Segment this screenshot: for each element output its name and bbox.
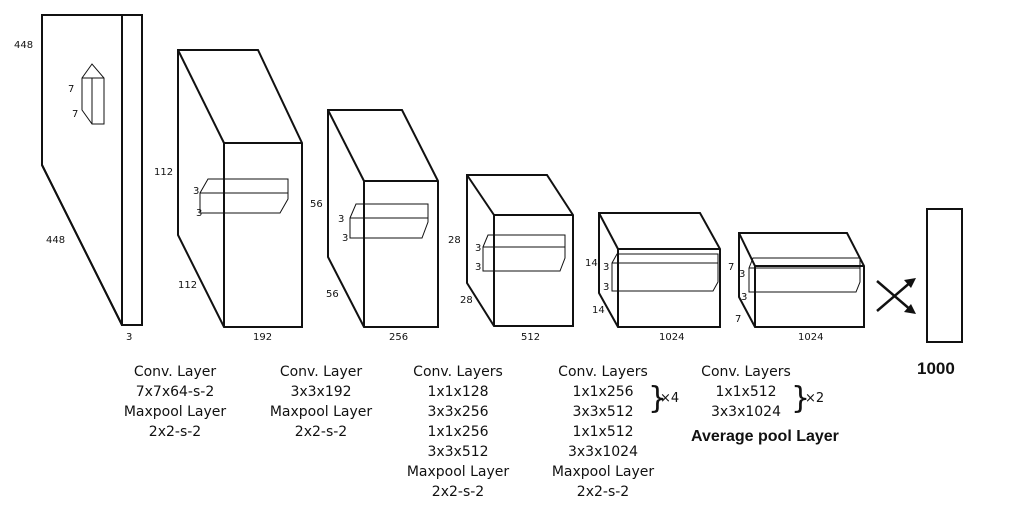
stage1-caption-line: 7x7x64-s-2 [135, 384, 215, 400]
stage1-kernel-w-label: 3 [196, 208, 202, 219]
stage2-caption: Conv. Layer 3x3x192 Maxpool Layer 2x2-s-… [251, 362, 391, 442]
stage3-height-label: 28 [448, 235, 461, 246]
stage4-volume [598, 212, 721, 328]
stage1-width-label: 112 [178, 280, 197, 291]
stage5-caption: Conv. Layers 1x1x512 3x3x1024 [676, 362, 816, 422]
stage5-caption-line: 3x3x1024 [710, 404, 781, 420]
stage2-kernel-h-label: 3 [338, 214, 344, 225]
stage4-channels-label: 1024 [659, 332, 684, 343]
stage4-kernel-h-label: 3 [603, 262, 609, 273]
stage3-kernel-h-label: 3 [475, 243, 481, 254]
stage4-caption-line: 3x3x1024 [567, 444, 638, 460]
stage3-caption-line: 3x3x512 [427, 444, 489, 460]
stage4-kernel-box [611, 253, 719, 292]
arrow-head-down [904, 304, 916, 314]
stage4-height-label: 14 [585, 258, 598, 269]
stage2-caption-line: Conv. Layer [279, 364, 363, 380]
stage1-caption-line: Maxpool Layer [123, 404, 227, 420]
stage5-height-label: 7 [728, 262, 734, 273]
stage4-caption: Conv. Layers 1x1x256 3x3x512 1x1x512 3x3… [533, 362, 673, 502]
stage5-kernel-h-label: 3 [739, 269, 745, 280]
stage3-caption-line: Maxpool Layer [406, 464, 510, 480]
stage1-caption: Conv. Layer 7x7x64-s-2 Maxpool Layer 2x2… [105, 362, 245, 442]
stage5-repeat-brace: } [791, 381, 811, 416]
input-kernel-box [81, 63, 105, 125]
stage1-channels-label: 192 [253, 332, 272, 343]
stage3-channels-label: 512 [521, 332, 540, 343]
stage5-volume [738, 232, 865, 328]
stage4-caption-line: 3x3x512 [572, 404, 634, 420]
stage3-caption-line: 2x2-s-2 [431, 484, 485, 500]
stage2-caption-line: Maxpool Layer [269, 404, 373, 420]
stage5-caption-line: 1x1x512 [715, 384, 777, 400]
stage3-caption-line: 1x1x128 [427, 384, 489, 400]
stage4-caption-line: Maxpool Layer [551, 464, 655, 480]
stage5-repeat-label: ×2 [805, 391, 825, 406]
stage2-height-label: 56 [310, 199, 323, 210]
stage4-width-label: 14 [592, 305, 605, 316]
stage2-caption-line: 3x3x192 [290, 384, 352, 400]
stage4-caption-line: 1x1x512 [572, 424, 634, 440]
stage4-repeat-brace: } [648, 381, 668, 416]
stage2-kernel-box [349, 203, 429, 239]
stage3-kernel-w-label: 3 [475, 262, 481, 273]
stage1-volume [177, 49, 303, 328]
stage5-kernel-box [748, 257, 861, 293]
stage2-volume [327, 109, 439, 328]
input-width-label: 448 [46, 235, 65, 246]
fully-connected-arrows [876, 280, 913, 312]
output-box [926, 208, 963, 343]
stage3-caption-line: 3x3x256 [427, 404, 489, 420]
stage1-height-label: 112 [154, 167, 173, 178]
stage3-caption-line: Conv. Layers [413, 364, 503, 380]
stage3-width-label: 28 [460, 295, 473, 306]
stage2-caption-line: 2x2-s-2 [294, 424, 348, 440]
stage5-width-label: 7 [735, 314, 741, 325]
stage2-kernel-w-label: 3 [342, 233, 348, 244]
stage1-caption-line: 2x2-s-2 [148, 424, 202, 440]
stage1-caption-line: Conv. Layer [133, 364, 217, 380]
stage5-caption-line: Conv. Layers [701, 364, 791, 380]
stage1-kernel-box [199, 178, 289, 214]
stage4-caption-line: 1x1x256 [572, 384, 634, 400]
stage5-pool-label: Average pool Layer [691, 428, 839, 445]
stage4-kernel-w-label: 3 [603, 282, 609, 293]
input-kernel-h-label: 7 [68, 84, 74, 95]
stage3-caption: Conv. Layers 1x1x128 3x3x256 1x1x256 3x3… [388, 362, 528, 502]
stage3-caption-line: 1x1x256 [427, 424, 489, 440]
stage2-width-label: 56 [326, 289, 339, 300]
input-height-label: 448 [14, 40, 33, 51]
stage4-repeat-label: ×4 [660, 391, 680, 406]
input-volume [41, 14, 143, 326]
stage2-channels-label: 256 [389, 332, 408, 343]
input-channels-label: 3 [126, 332, 132, 343]
stage4-caption-line: 2x2-s-2 [576, 484, 630, 500]
arrow-head-up [904, 278, 916, 288]
stage3-kernel-box [482, 234, 566, 272]
input-kernel-w-label: 7 [72, 109, 78, 120]
stage5-channels-label: 1024 [798, 332, 823, 343]
stage1-kernel-h-label: 3 [193, 186, 199, 197]
stage4-caption-line: Conv. Layers [558, 364, 648, 380]
stage5-kernel-w-label: 3 [741, 292, 747, 303]
output-size-label: 1000 [917, 359, 955, 378]
